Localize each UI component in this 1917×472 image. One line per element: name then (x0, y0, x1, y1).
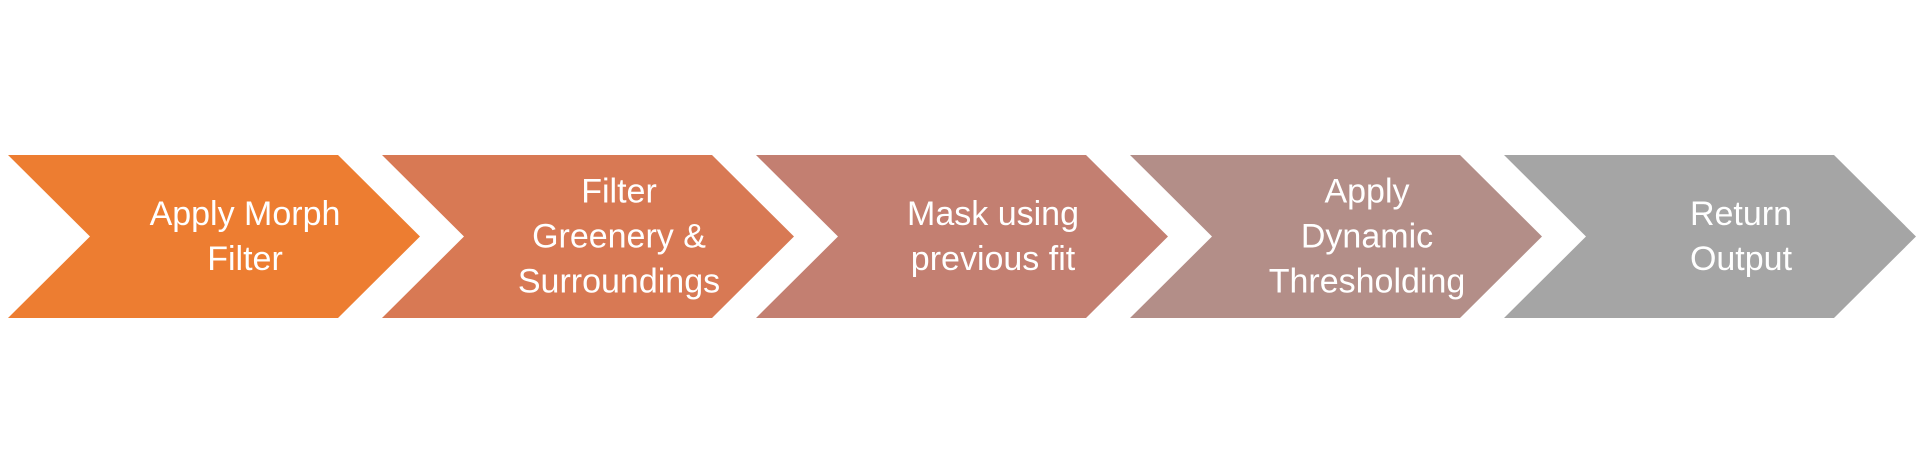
step-label-line: Thresholding (1269, 263, 1466, 301)
chevron-shape (382, 155, 794, 318)
chevron-shape (8, 155, 420, 318)
step-label-line: Apply Morph (150, 195, 341, 233)
step-label-line: Mask using (907, 195, 1079, 233)
step-label-line: Greenery & (532, 218, 706, 256)
chevron-shape (1504, 155, 1916, 318)
step-label-line: Return (1690, 195, 1792, 233)
step-label-line: Apply (1324, 173, 1409, 211)
step-label-line: Surroundings (518, 263, 720, 301)
step-label-line: Filter (207, 240, 283, 278)
chevron-shape (1130, 155, 1542, 318)
step-label-line: Dynamic (1301, 218, 1433, 256)
process-step-3: Mask using previous fit (756, 155, 1168, 318)
chevron-shape (756, 155, 1168, 318)
step-label-line: Filter (581, 173, 657, 211)
step-label-line: previous fit (911, 240, 1076, 278)
step-label-line: Output (1690, 240, 1793, 278)
